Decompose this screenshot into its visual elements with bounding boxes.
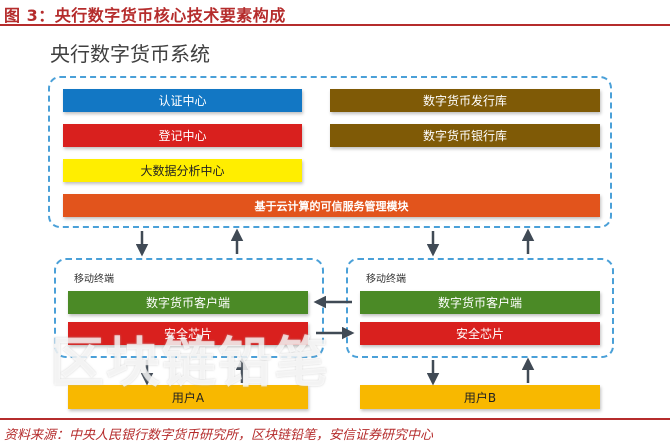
figure-source: 资料来源：中央人民银行数字货币研究所，区块链铅笔，安信证券研究中心	[4, 428, 434, 443]
module-cloud-trusted-service: 基于云计算的可信服务管理模块	[63, 194, 600, 217]
module-certification-center: 认证中心	[63, 89, 302, 112]
module-issuance-vault: 数字货币发行库	[330, 89, 600, 112]
terminal-label-b: 移动终端	[366, 274, 406, 285]
client-b: 数字货币客户端	[360, 291, 600, 314]
watermark: 区块链铅笔	[50, 331, 330, 394]
figure-title: 图 3：央行数字货币核心技术要素构成	[4, 6, 286, 25]
system-title: 央行数字货币系统	[50, 42, 210, 66]
module-bank-vault: 数字货币银行库	[330, 124, 600, 147]
security-chip-b: 安全芯片	[360, 322, 600, 345]
figure-header: 图 3：央行数字货币核心技术要素构成	[0, 0, 670, 26]
module-big-data-center: 大数据分析中心	[63, 159, 302, 182]
terminal-label-a: 移动终端	[74, 274, 114, 285]
module-registration-center: 登记中心	[63, 124, 302, 147]
user-b: 用户B	[360, 385, 600, 409]
user-a: 用户A	[68, 385, 308, 409]
client-a: 数字货币客户端	[68, 291, 308, 314]
footer-divider	[0, 418, 670, 420]
security-chip-a: 安全芯片	[68, 322, 308, 345]
